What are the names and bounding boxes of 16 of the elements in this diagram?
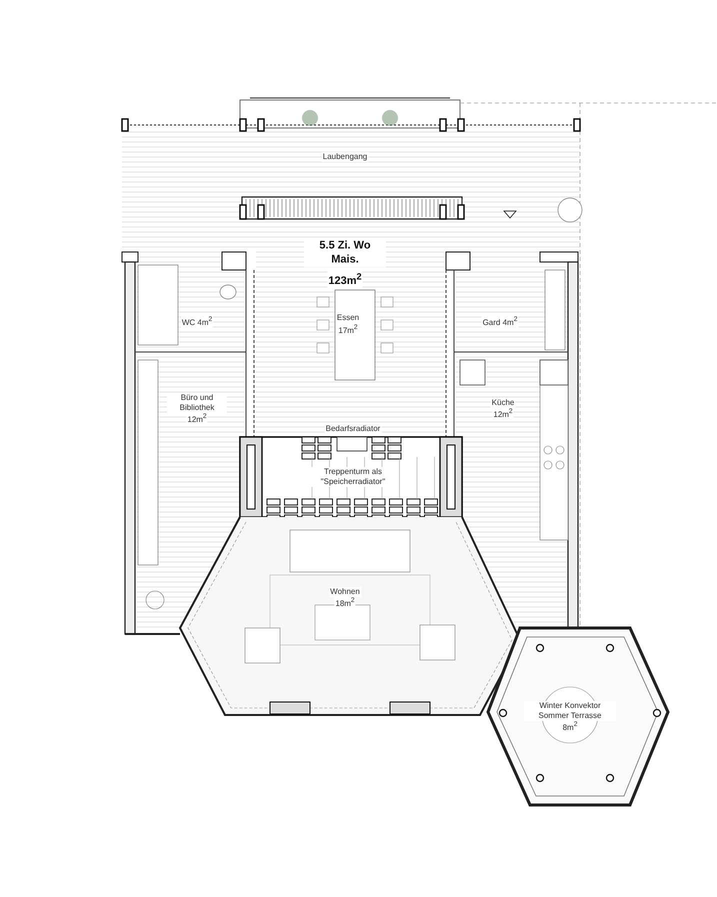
area-label: 123m$^{2}$ [327, 271, 363, 289]
area-label: 17m$^{2}$ [337, 324, 359, 336]
area-label: 12m$^{2}$ [186, 413, 208, 425]
area-label: 12m$^{2}$ [492, 408, 514, 420]
area-label: 8m$^{2}$ [562, 721, 578, 733]
room-label: Essen [336, 313, 360, 323]
room-label: Küche [490, 398, 516, 408]
corridor-label: Laubengang [322, 152, 368, 162]
annotation-label: Bedarfsradiator [324, 424, 382, 434]
room-label: Büro und Bibliothek [167, 393, 227, 413]
room-label: Gard 4m$^{2}$ [482, 316, 518, 328]
area-label: 18m$^{2}$ [334, 597, 356, 609]
apartment-title: 5.5 Zi. Wo Mais. [304, 239, 386, 267]
room-label: Wohnen [329, 587, 361, 597]
room-label: WC 4m$^{2}$ [180, 316, 214, 328]
room-label: Winter Konvektor Sommer Terrasse [524, 701, 616, 721]
